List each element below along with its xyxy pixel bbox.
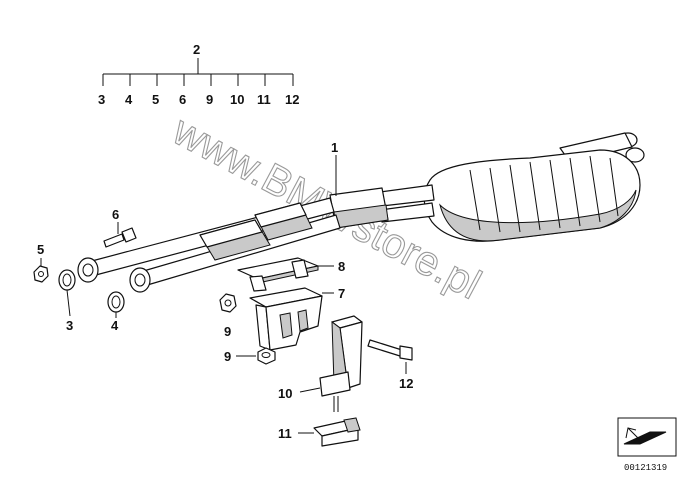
callout-2-sub-10: 10 — [230, 92, 244, 107]
callout-10: 10 — [278, 386, 292, 401]
callout-2-sub-3: 3 — [98, 92, 105, 107]
callout-2-bracket — [102, 58, 294, 86]
reference-box — [617, 417, 677, 457]
rear-silencer — [329, 132, 645, 242]
callout-7: 7 — [338, 286, 345, 301]
callout-12: 12 — [399, 376, 413, 391]
bolt-6 — [103, 222, 137, 248]
nut-5 — [33, 258, 49, 283]
hanger-bracket-10 — [299, 315, 363, 412]
callout-2-sub-5: 5 — [152, 92, 159, 107]
callout-1: 1 — [331, 140, 338, 155]
callout-2-sub-12: 12 — [285, 92, 299, 107]
reference-number: 00121319 — [624, 463, 667, 473]
gasket-ring-4 — [107, 291, 125, 318]
bracket-plate-8 — [237, 257, 334, 292]
callout-2-sub-11: 11 — [257, 92, 271, 107]
callout-5: 5 — [37, 242, 44, 257]
callout-2-sub-9: 9 — [206, 92, 213, 107]
gasket-ring-3 — [58, 269, 76, 317]
clip-11 — [298, 417, 361, 447]
callout-3: 3 — [66, 318, 73, 333]
nut-9-lower — [236, 347, 276, 365]
callout-2-sub-6: 6 — [179, 92, 186, 107]
callout-2-sub-4: 4 — [125, 92, 133, 107]
callout-2: 2 — [193, 42, 200, 57]
callout-8: 8 — [338, 259, 345, 274]
rubber-mount-7 — [249, 287, 334, 351]
nut-9-upper — [219, 293, 237, 313]
front-pipes — [77, 197, 341, 293]
bolt-12 — [367, 339, 413, 374]
callout-6: 6 — [112, 207, 119, 222]
callout-11: 11 — [278, 426, 292, 441]
callout-9-lower: 9 — [224, 349, 231, 364]
callout-4: 4 — [111, 318, 119, 333]
callout-9-upper: 9 — [224, 324, 231, 339]
